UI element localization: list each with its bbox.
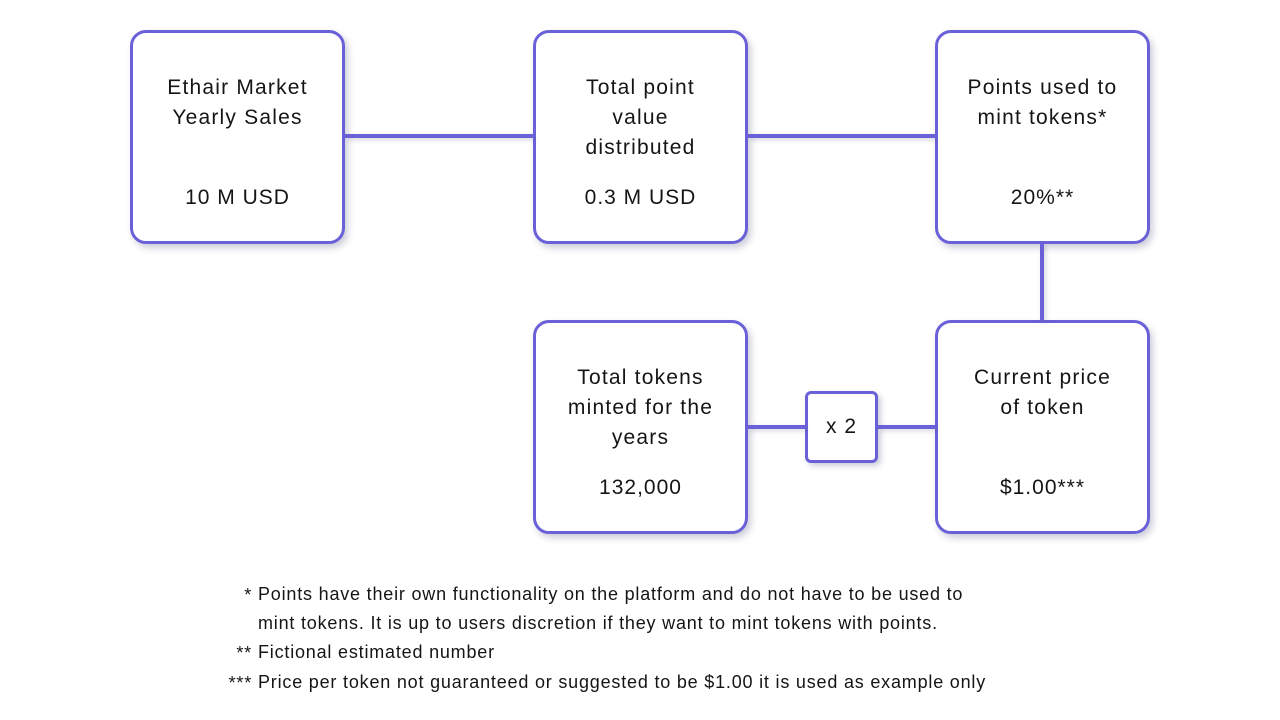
box-point-value: Total point value distributed 0.3 M USD (533, 30, 748, 244)
box-point-value-value: 0.3 M USD (584, 186, 697, 209)
footnote-text: Points have their own functionality on t… (258, 584, 964, 633)
footnote-marker: * (244, 585, 252, 605)
multiplier-label: x 2 (825, 415, 857, 438)
footnote-marker: ** (236, 643, 252, 663)
box-tokens-minted-title: Total tokens minted for the years (567, 366, 714, 449)
box-points-used: Points used to mint tokens* 20%** (935, 30, 1150, 244)
footnote-row: *** Price per token not guaranteed or su… (218, 668, 1118, 698)
connector-tokens-minted-to-multiplier (748, 425, 805, 429)
footnote-row: ** Fictional estimated number (218, 638, 1118, 668)
box-yearly-sales: Ethair Market Yearly Sales 10 M USD (130, 30, 345, 244)
box-yearly-sales-title: Ethair Market Yearly Sales (167, 76, 308, 129)
footnote-text: Price per token not guaranteed or sugges… (258, 672, 987, 692)
box-point-value-title: Total point value distributed (585, 76, 696, 159)
footnotes: * Points have their own functionality on… (218, 580, 1118, 698)
box-tokens-minted: Total tokens minted for the years 132,00… (533, 320, 748, 534)
box-tokens-minted-value: 132,000 (599, 476, 682, 499)
connector-point-value-to-points-used (748, 134, 935, 138)
multiplier-box: x 2 (805, 391, 878, 463)
box-points-used-title: Points used to mint tokens* (967, 76, 1118, 129)
box-points-used-value: 20%** (1010, 186, 1075, 209)
connector-multiplier-to-token-price (878, 425, 935, 429)
footnote-marker: *** (228, 673, 252, 693)
footnote-text: Fictional estimated number (258, 642, 495, 662)
footnote-row: * Points have their own functionality on… (218, 580, 1118, 638)
box-token-price: Current price of token $1.00*** (935, 320, 1150, 534)
connector-sales-to-point-value (345, 134, 533, 138)
box-token-price-title: Current price of token (974, 366, 1111, 419)
box-yearly-sales-value: 10 M USD (185, 186, 290, 209)
connector-points-used-to-token-price (1040, 244, 1044, 320)
box-token-price-value: $1.00*** (999, 476, 1086, 499)
